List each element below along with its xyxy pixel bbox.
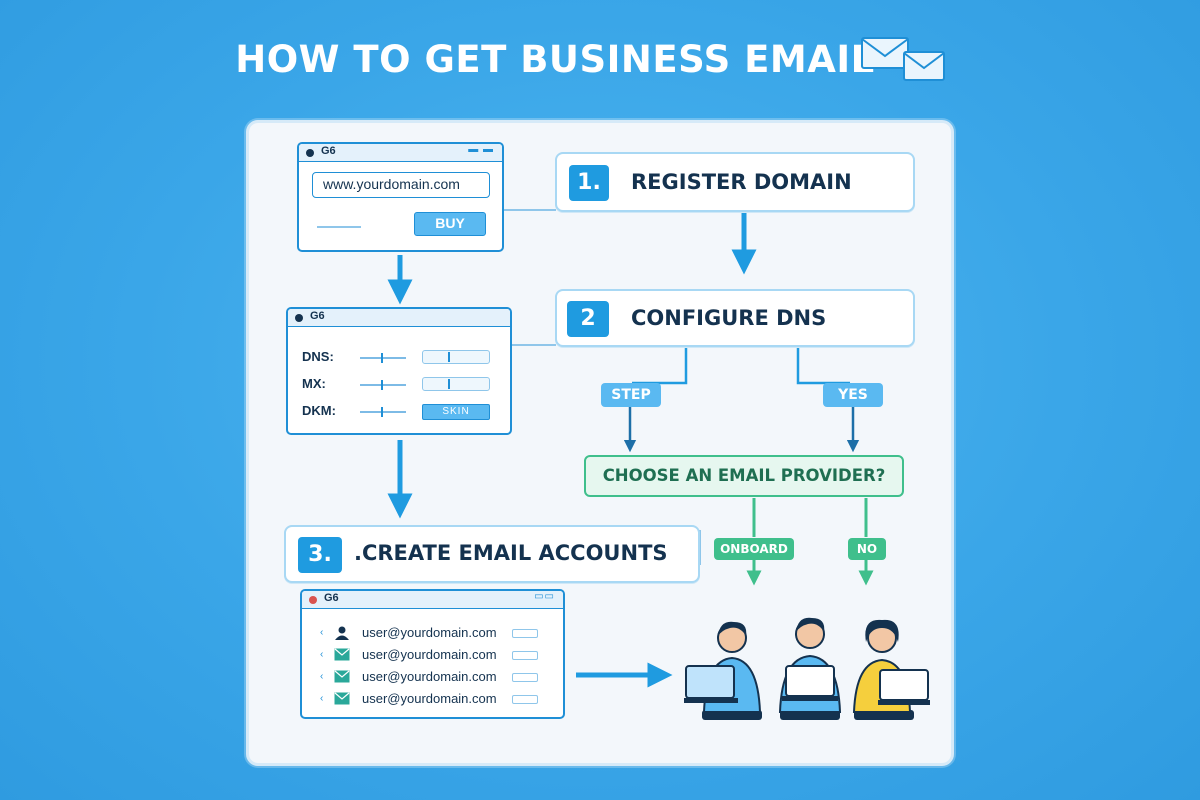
buy-button[interactable]: BUY bbox=[414, 212, 486, 236]
window-controls-icon: ▭▭ bbox=[534, 591, 555, 602]
step-label: CONFIGURE DNS bbox=[631, 306, 827, 330]
domain-url-input[interactable]: www.yourdomain.com bbox=[312, 172, 490, 198]
decision-choose-provider: CHOOSE AN EMAIL PROVIDER? bbox=[584, 455, 904, 497]
window-dot-icon bbox=[295, 314, 303, 322]
chevron-left-icon: ‹ bbox=[320, 693, 324, 704]
window-titlebar: G6 ▭▭ bbox=[302, 591, 563, 609]
account-row[interactable]: ‹ user@yourdomain.com bbox=[320, 669, 550, 687]
account-field[interactable] bbox=[512, 629, 538, 638]
step-register-domain: 1. REGISTER DOMAIN bbox=[555, 152, 915, 212]
account-field[interactable] bbox=[512, 673, 538, 682]
account-field[interactable] bbox=[512, 651, 538, 660]
window-tab: G6 bbox=[321, 145, 336, 157]
team-illustration bbox=[684, 617, 930, 720]
branch-label-step: STEP bbox=[601, 383, 661, 407]
window-titlebar: G6 bbox=[288, 309, 510, 327]
window-controls-icon: ▬ ▬ bbox=[468, 144, 494, 155]
person-with-laptop-icon bbox=[852, 619, 930, 720]
account-email: user@yourdomain.com bbox=[362, 647, 497, 662]
chevron-left-icon: ‹ bbox=[320, 649, 324, 660]
mx-value-field[interactable] bbox=[422, 377, 490, 391]
outcome-label-no: NO bbox=[848, 538, 886, 560]
dns-row-label: DNS: bbox=[302, 349, 334, 364]
account-email: user@yourdomain.com bbox=[362, 691, 497, 706]
page-title: HOW TO GET BUSINESS EMAIL bbox=[235, 38, 875, 81]
mail-icon bbox=[334, 670, 350, 683]
account-row[interactable]: ‹ user@yourdomain.com bbox=[320, 691, 550, 709]
chevron-left-icon: ‹ bbox=[320, 627, 324, 638]
dns-value-field[interactable] bbox=[422, 350, 490, 364]
account-field[interactable] bbox=[512, 695, 538, 704]
step-number: 3. bbox=[298, 537, 342, 573]
dkim-slider[interactable] bbox=[360, 407, 406, 417]
window-dot-icon bbox=[306, 149, 314, 157]
step-number: 2 bbox=[567, 301, 609, 337]
window-titlebar: G6 ▬ ▬ bbox=[299, 144, 502, 162]
account-email: user@yourdomain.com bbox=[362, 625, 497, 640]
step-create-email-accounts: 3. .CREATE EMAIL ACCOUNTS bbox=[284, 525, 700, 583]
outcome-label-onboard: ONBOARD bbox=[714, 538, 794, 560]
person-with-laptop-icon bbox=[778, 617, 842, 720]
mx-row-label: MX: bbox=[302, 376, 326, 391]
mx-slider[interactable] bbox=[360, 380, 406, 390]
account-row[interactable]: ‹ user@yourdomain.com bbox=[320, 625, 550, 643]
dkim-row-label: DKM: bbox=[302, 403, 336, 418]
step-number: 1. bbox=[569, 165, 609, 201]
dns-slider[interactable] bbox=[360, 353, 406, 363]
dns-settings-window: G6 DNS: MX: DKM: SKIN bbox=[286, 307, 512, 435]
mail-icon bbox=[334, 692, 350, 705]
mail-icon bbox=[334, 648, 350, 661]
person-icon bbox=[335, 626, 349, 640]
branch-label-yes: YES bbox=[823, 383, 883, 407]
step-configure-dns: 2 CONFIGURE DNS bbox=[555, 289, 915, 347]
window-dot-icon bbox=[309, 596, 317, 604]
person-with-laptop-icon bbox=[684, 621, 762, 720]
divider bbox=[317, 226, 361, 228]
step-label: .CREATE EMAIL ACCOUNTS bbox=[354, 541, 668, 565]
envelopes-icon bbox=[861, 37, 945, 81]
account-row[interactable]: ‹ user@yourdomain.com bbox=[320, 647, 550, 665]
step-label: REGISTER DOMAIN bbox=[631, 170, 852, 194]
chevron-left-icon: ‹ bbox=[320, 671, 324, 682]
domain-browser-window: G6 ▬ ▬ www.yourdomain.com BUY bbox=[297, 142, 504, 252]
window-tab: G6 bbox=[324, 592, 339, 604]
email-accounts-window: G6 ▭▭ ‹ user@yourdomain.com ‹ user@yourd… bbox=[300, 589, 565, 719]
dkim-button[interactable]: SKIN bbox=[422, 404, 490, 420]
window-tab: G6 bbox=[310, 310, 325, 322]
account-email: user@yourdomain.com bbox=[362, 669, 497, 684]
